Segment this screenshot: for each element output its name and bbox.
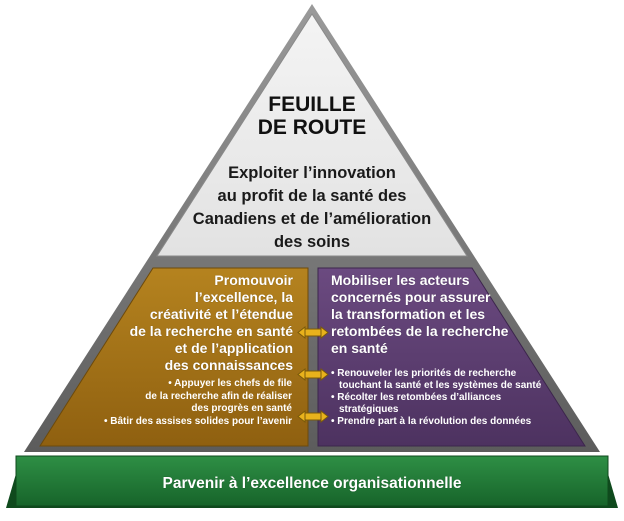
left-block-bullets: • Appuyer les chefs de file de la recher…	[92, 378, 292, 428]
right-title-line: Mobiliser les acteurs	[331, 272, 470, 288]
connector-middle	[297, 367, 329, 382]
right-block-title: Mobiliser les acteurs concernés pour ass…	[331, 272, 526, 357]
connector-bottom	[297, 409, 329, 424]
base-label: Parvenir à l’excellence organisationnell…	[162, 475, 462, 492]
right-title-line: la transformation et les	[331, 306, 486, 322]
right-bullet: • Renouveler les priorités de recherche …	[331, 368, 542, 391]
apex-subtitle-line: Exploiter l’innovation	[228, 164, 396, 182]
right-title-line: concernés pour assurer	[331, 289, 491, 305]
left-title-line: Promouvoir	[214, 272, 293, 288]
right-block-bullets: • Renouveler les priorités de recherche …	[331, 368, 561, 429]
connector-top	[297, 325, 329, 340]
apex-subtitle-line: au profit de la santé des	[217, 187, 407, 205]
apex-subtitle: Exploiter l’innovation au profit de la s…	[180, 162, 444, 254]
apex-title-line: DE ROUTE	[257, 116, 367, 139]
apex-triangle	[156, 13, 468, 257]
left-bullet-line: • Bâtir des assises solides pour l’aveni…	[103, 415, 292, 427]
right-bullet: • Prendre part à la révolution des donné…	[331, 416, 532, 427]
left-title-line: de la recherche en santé	[129, 323, 293, 339]
base-slab	[15, 455, 609, 507]
left-title-line: créativité et l’étendue	[149, 306, 293, 322]
apex-title: FEUILLE DE ROUTE	[190, 93, 434, 139]
left-title-line: et de l’application	[174, 340, 293, 356]
right-bullet: • Récolter les retombées d’alliances str…	[331, 392, 502, 415]
right-title-line: en santé	[331, 340, 388, 356]
left-block-title: Promouvoir l’excellence, la créativité e…	[103, 272, 293, 374]
left-title-line: l’excellence, la	[194, 289, 293, 305]
right-title-line: retombées de la recherche	[331, 323, 509, 339]
left-title-line: des connaissances	[164, 357, 293, 373]
apex-subtitle-line: Canadiens et de l’amélioration	[192, 210, 432, 228]
apex-subtitle-line: des soins	[273, 233, 351, 251]
left-bullet-line: des progrès en santé	[191, 403, 292, 414]
left-bullet-line: de la recherche afin de réaliser	[145, 390, 292, 402]
apex-title-line: FEUILLE	[268, 93, 356, 116]
left-block	[39, 267, 309, 447]
right-block	[317, 267, 586, 447]
left-bullet-line: • Appuyer les chefs de file	[168, 378, 292, 389]
